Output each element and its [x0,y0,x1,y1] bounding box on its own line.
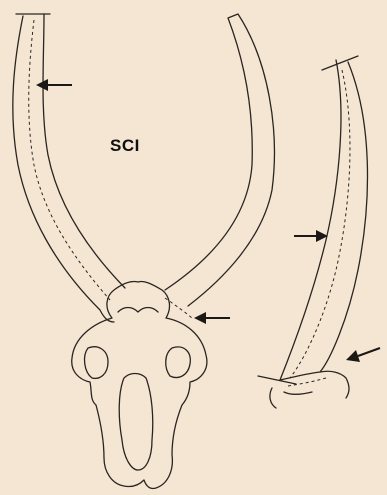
measurement-arrows [36,79,380,362]
right-horn-outline [165,14,274,306]
diagram-label: SCI [110,136,140,156]
arrow-left-horn [36,79,72,91]
arrow-side-horn [294,230,328,242]
side-horn-outline [280,60,367,380]
side-horn-base-dotted [288,378,326,386]
right-eye-socket [166,347,191,378]
skull-outline [72,281,207,488]
arrow-side-base [346,348,380,362]
left-horn-outline [13,14,125,322]
arrow-skull-base [194,312,230,324]
side-horn-tip-tick [322,56,358,70]
forehead-detail [118,308,158,313]
nasal-opening [119,374,153,471]
left-eye-socket [85,347,108,379]
